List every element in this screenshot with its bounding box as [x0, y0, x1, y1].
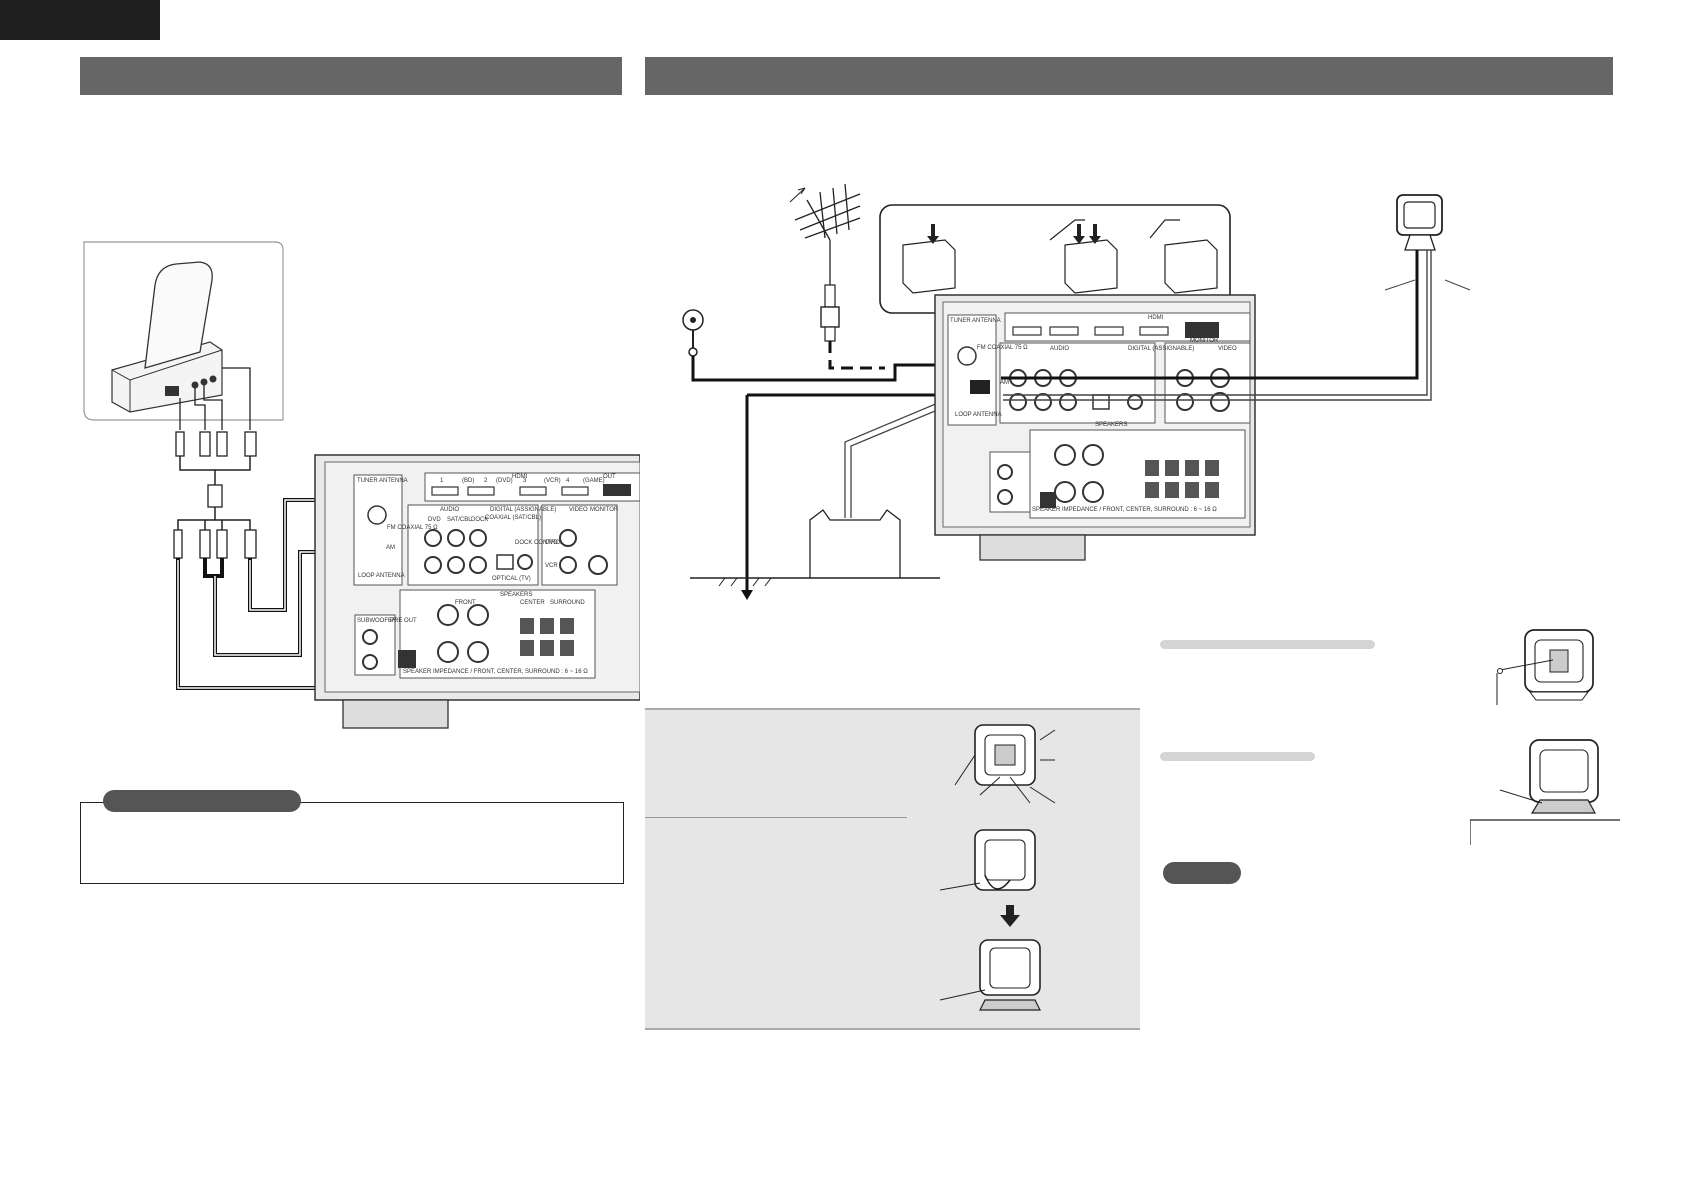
note-box [80, 802, 624, 884]
panel-divider [645, 817, 907, 818]
pre-out-label: PRE OUT [390, 618, 417, 624]
fm-coax-label-right: FM COAXIAL 75 Ω [977, 345, 1028, 351]
dock-connection-diagram [83, 241, 640, 729]
center-label: CENTER [520, 600, 545, 606]
section-header-dock [80, 57, 622, 95]
note-pill-right [1163, 862, 1241, 884]
fm-coax-label: FM COAXIAL 75 Ω [387, 525, 438, 531]
hdmi-4-label: 4 [566, 478, 570, 484]
hdmi-out-label: OUT [603, 474, 616, 480]
dock-illustration-frame [83, 241, 284, 421]
speaker-impedance-label: SPEAKER IMPEDANCE / FRONT, CENTER, SURRO… [403, 669, 588, 675]
fm-outdoor-antenna [794, 183, 861, 285]
digital-label-right: DIGITAL (ASSIGNABLE) [1128, 346, 1195, 352]
language-tab[interactable] [0, 0, 160, 40]
audio-label-right: AUDIO [1050, 346, 1070, 352]
audio-label: AUDIO [440, 507, 460, 513]
loop-assembly-illustrations [939, 724, 1056, 1011]
loop-antenna-assembly-panel [645, 708, 1140, 1030]
subwoofer-label: SUBWOOFER [357, 618, 397, 624]
hdmi-game-label: (GAME) [583, 478, 605, 484]
stand-heading-pill [1160, 752, 1315, 761]
receiver-foot [342, 699, 449, 729]
antenna-connection-diagram [682, 183, 1471, 600]
digital-label: DIGITAL (ASSIGNABLE) [490, 507, 557, 513]
hdmi-vcr-label: (VCR) [544, 478, 561, 484]
hdmi-label: HDMI [512, 474, 528, 480]
video-label-right: VIDEO [1218, 346, 1237, 352]
tuner-antenna-label-right: TUNER ANTENNA [950, 318, 1001, 324]
hdmi-label-right: HDMI [1148, 315, 1164, 321]
am-label-right: AM [1000, 380, 1009, 386]
surround-label: SURROUND [550, 600, 585, 606]
hdmi-1-label: 1 [440, 478, 444, 484]
antenna-mounting-illustrations [1470, 629, 1620, 845]
loop-antenna-label-right: LOOP ANTENNA [955, 412, 1002, 418]
audio-satcbl-label: SAT/CBL [447, 517, 472, 523]
front-label: FRONT [455, 600, 476, 606]
ipod-device [144, 261, 213, 369]
section-header-antenna [645, 57, 1613, 95]
ferrite-core [207, 484, 223, 508]
hdmi-bd-label: (BD) [462, 478, 475, 484]
dock-control-label: DOCK CONTROL [515, 540, 564, 546]
optical-label: OPTICAL (TV) [492, 576, 531, 582]
speaker-impedance-label-right: SPEAKER IMPEDANCE / FRONT, CENTER, SURRO… [1032, 507, 1217, 513]
hdmi-2-label: 2 [484, 478, 488, 484]
wall-mount-heading-pill [1160, 640, 1375, 649]
am-label: AM [386, 545, 395, 551]
receiver-foot-right [979, 534, 1086, 561]
speakers-label: SPEAKERS [500, 592, 533, 598]
video-monitor-label: MONITOR [590, 507, 619, 513]
tuner-antenna-label: TUNER ANTENNA [357, 478, 408, 484]
hdmi-dvd-label: (DVD) [496, 478, 513, 484]
video-dvd-label: DVD [545, 540, 558, 546]
note-title-pill [103, 790, 301, 812]
hdmi-3-label: 3 [523, 478, 527, 484]
coaxial-label: COAXIAL (SAT/CBL) [485, 515, 542, 521]
video-vcr-label: VCR [545, 563, 558, 569]
audio-dvd-label: DVD [428, 517, 441, 523]
loop-antenna-label: LOOP ANTENNA [358, 573, 405, 579]
monitor-label-right: MONITOR [1190, 338, 1219, 344]
speakers-label-right: SPEAKERS [1095, 422, 1128, 428]
audio-dock-label: DOCK [471, 517, 489, 523]
video-label: VIDEO [569, 507, 588, 513]
